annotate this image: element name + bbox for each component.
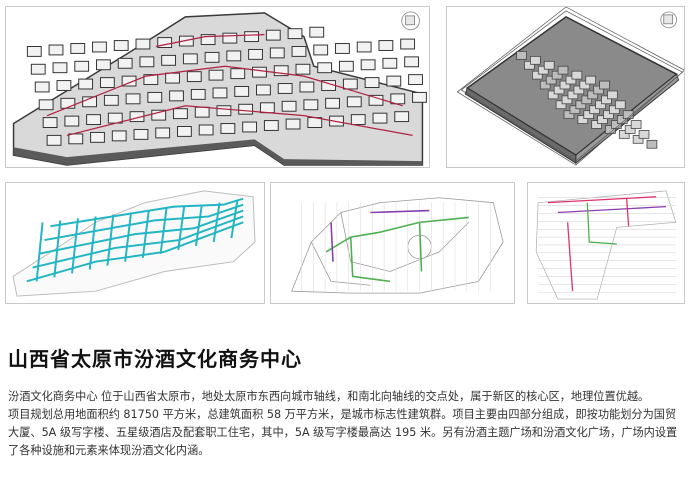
piping-plan-view bbox=[270, 182, 515, 304]
view-cube-icon bbox=[401, 11, 420, 31]
description-line: 了各种设施和元素来体现汾酒文化内涵。 bbox=[8, 444, 210, 457]
description-line: 项目规划总用地面积约 81750 平方米，总建筑面积 58 万平方米，是城市标志… bbox=[8, 408, 677, 421]
description-line: 大厦、5A 级写字楼、五星级酒店及配套职工住宅，其中，5A 级写字楼最高达 19… bbox=[8, 426, 678, 439]
basement-3d-model-view bbox=[5, 6, 430, 168]
description-text: 汾酒文化商务中心 位于山西省太原市，地处太原市东西向城市轴线，和南北向轴线的交点… bbox=[8, 388, 688, 460]
basement-3d-drawing bbox=[12, 11, 427, 166]
tower-3d-drawing bbox=[456, 7, 684, 166]
piping-drawing bbox=[291, 197, 504, 294]
view-cube-icon bbox=[660, 11, 678, 29]
hvac-duct-model-view bbox=[5, 182, 265, 304]
hvac-drawing bbox=[12, 190, 256, 297]
electrical-plan-view bbox=[527, 182, 685, 304]
page-title: 山西省太原市汾酒文化商务中心 bbox=[8, 347, 302, 371]
electrical-drawing bbox=[535, 190, 677, 300]
tower-podium-3d-model-view bbox=[446, 6, 685, 168]
description-line: 汾酒文化商务中心 位于山西省太原市，地处太原市东西向城市轴线，和南北向轴线的交点… bbox=[8, 390, 650, 403]
